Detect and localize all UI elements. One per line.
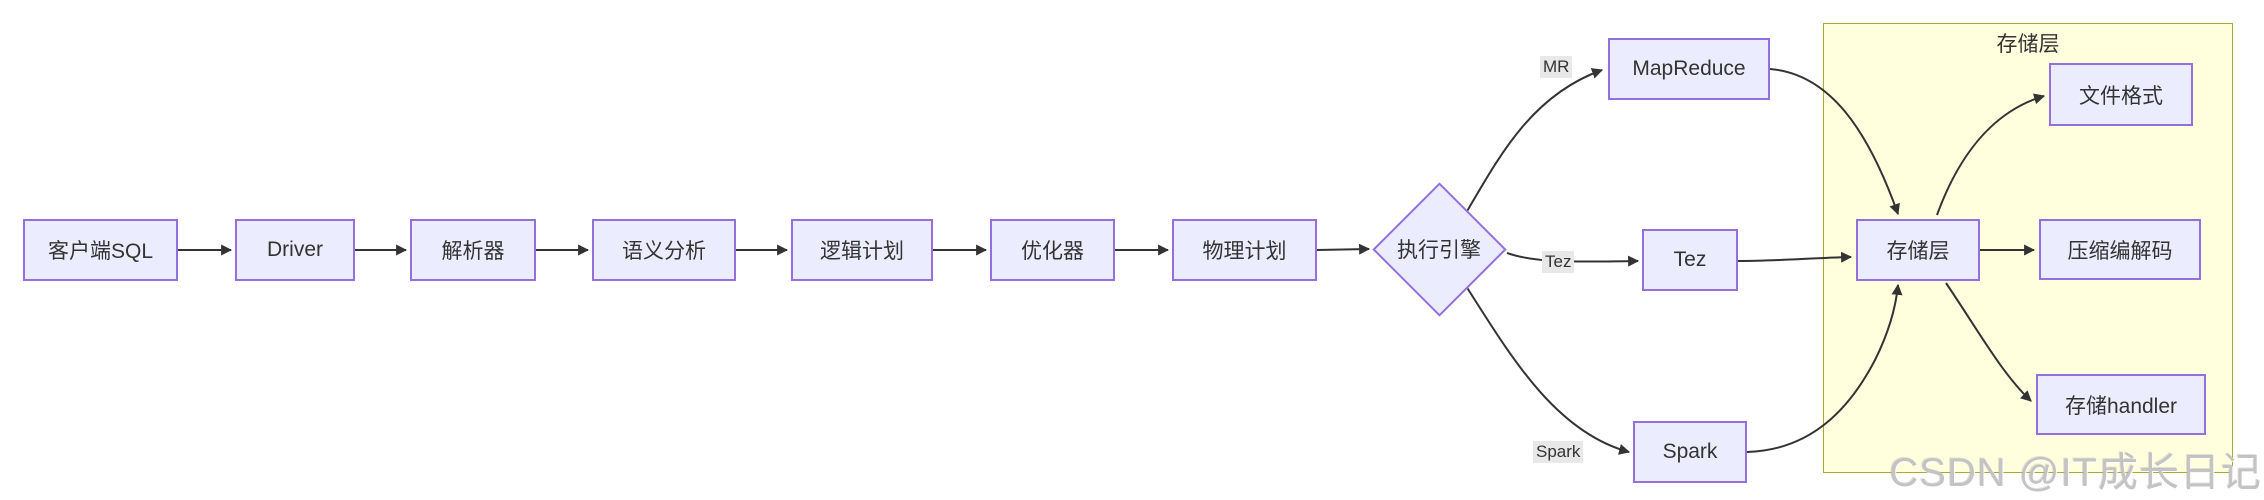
node-semantic-analysis-label: 语义分析 [622, 240, 706, 263]
node-compression-codec: 压缩编解码 [2039, 219, 2201, 280]
node-mapreduce-label: MapReduce [1632, 57, 1746, 80]
edge-label-spark: Spark [1533, 441, 1584, 464]
node-parser: 解析器 [410, 219, 536, 281]
node-file-format: 文件格式 [2049, 63, 2193, 126]
edge-tez-storage [1737, 251, 1853, 263]
node-tez: Tez [1642, 229, 1738, 291]
edge-engine-mapreduce [1465, 68, 1604, 214]
node-driver: Driver [235, 219, 355, 281]
edge-storage-handler [1945, 282, 2032, 402]
node-exec-engine-label: 执行引擎 [1397, 239, 1481, 262]
edge-label-mr: MR [1540, 56, 1573, 79]
node-exec-engine: 执行引擎 [1371, 181, 1507, 317]
node-physical-plan-label: 物理计划 [1202, 240, 1287, 263]
node-mapreduce: MapReduce [1608, 38, 1770, 100]
node-optimizer-label: 优化器 [1021, 240, 1084, 263]
node-semantic-analysis: 语义分析 [592, 219, 736, 281]
watermark: CSDN @IT成长日记 [1889, 451, 2262, 495]
edge-label-tez: Tez [1542, 251, 1575, 274]
node-storage-handler-label: 存储handler [2064, 394, 2178, 418]
edge-physical-engine [1316, 243, 1371, 255]
node-logical-plan: 逻辑计划 [791, 219, 933, 281]
node-tez-label: Tez [1673, 248, 1707, 271]
node-physical-plan: 物理计划 [1172, 219, 1317, 281]
node-compression-codec-label: 压缩编解码 [2067, 239, 2173, 263]
node-file-format-label: 文件格式 [2079, 84, 2163, 108]
node-spark: Spark [1633, 421, 1747, 483]
node-storage-handler: 存储handler [2036, 374, 2206, 435]
edge-mapreduce-storage [1769, 68, 1900, 216]
node-storage-layer-label: 存储层 [1886, 240, 1950, 263]
node-optimizer: 优化器 [990, 219, 1115, 281]
cluster-storage-layer-label: 存储层 [1996, 33, 2060, 56]
node-driver-label: Driver [267, 238, 323, 261]
node-parser-label: 解析器 [441, 240, 505, 263]
node-logical-plan-label: 逻辑计划 [820, 240, 904, 263]
node-client-sql-label: 客户端SQL [47, 240, 154, 263]
node-spark-label: Spark [1662, 440, 1718, 463]
node-client-sql: 客户端SQL [23, 219, 178, 281]
node-storage-layer: 存储层 [1856, 219, 1980, 281]
edge-storage-fileformat [1936, 93, 2046, 216]
edge-spark-storage [1746, 283, 1903, 453]
edge-engine-spark [1465, 285, 1631, 455]
